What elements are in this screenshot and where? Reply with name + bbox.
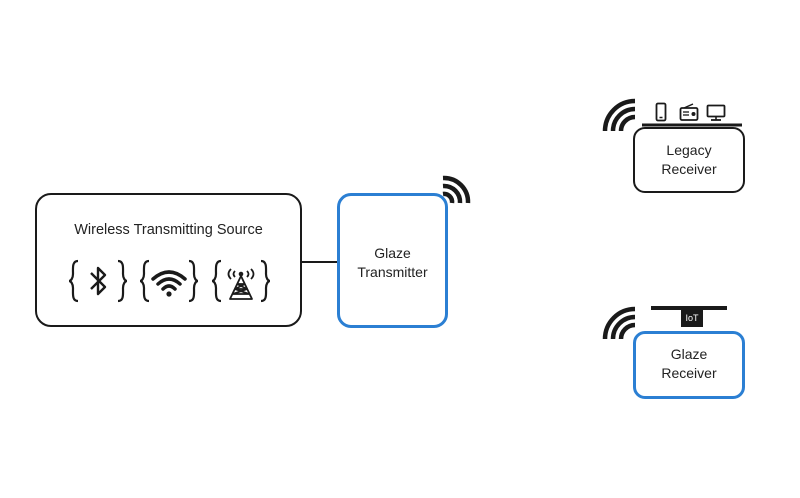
glaze-receiver-label: Glaze Receiver (633, 345, 745, 383)
tv-icon (706, 104, 726, 121)
cell-tower-icon (211, 259, 271, 303)
transmitter-signal-icon (442, 175, 471, 204)
legacy-receiver-box (633, 127, 745, 193)
iot-tag: IoT (681, 310, 703, 327)
glaze-transmitter-label: Glaze Transmitter (337, 244, 448, 282)
legacy-receiver-label: Legacy Receiver (633, 141, 745, 179)
legacy-top-bar (642, 123, 742, 127)
glaze-receiver-signal-icon (602, 306, 636, 340)
transmitter-label-line2: Transmitter (357, 264, 428, 280)
legacy-label-line2: Receiver (661, 161, 717, 177)
glaze-receiver-label-line2: Receiver (661, 365, 717, 381)
glaze-transmitter-box (337, 193, 448, 328)
source-box (35, 193, 302, 327)
iot-antenna-bar (651, 306, 727, 310)
legacy-label-line1: Legacy (666, 142, 712, 158)
legacy-signal-icon (602, 98, 636, 132)
radio-icon (679, 103, 699, 121)
glaze-receiver-box (633, 331, 745, 399)
wifi-icon (139, 259, 199, 303)
bluetooth-icon (68, 259, 128, 303)
glaze-receiver-label-line1: Glaze (670, 346, 708, 362)
transmitter-label-line1: Glaze (374, 245, 411, 261)
source-title: Wireless Transmitting Source (74, 222, 263, 238)
phone-icon (655, 102, 667, 122)
